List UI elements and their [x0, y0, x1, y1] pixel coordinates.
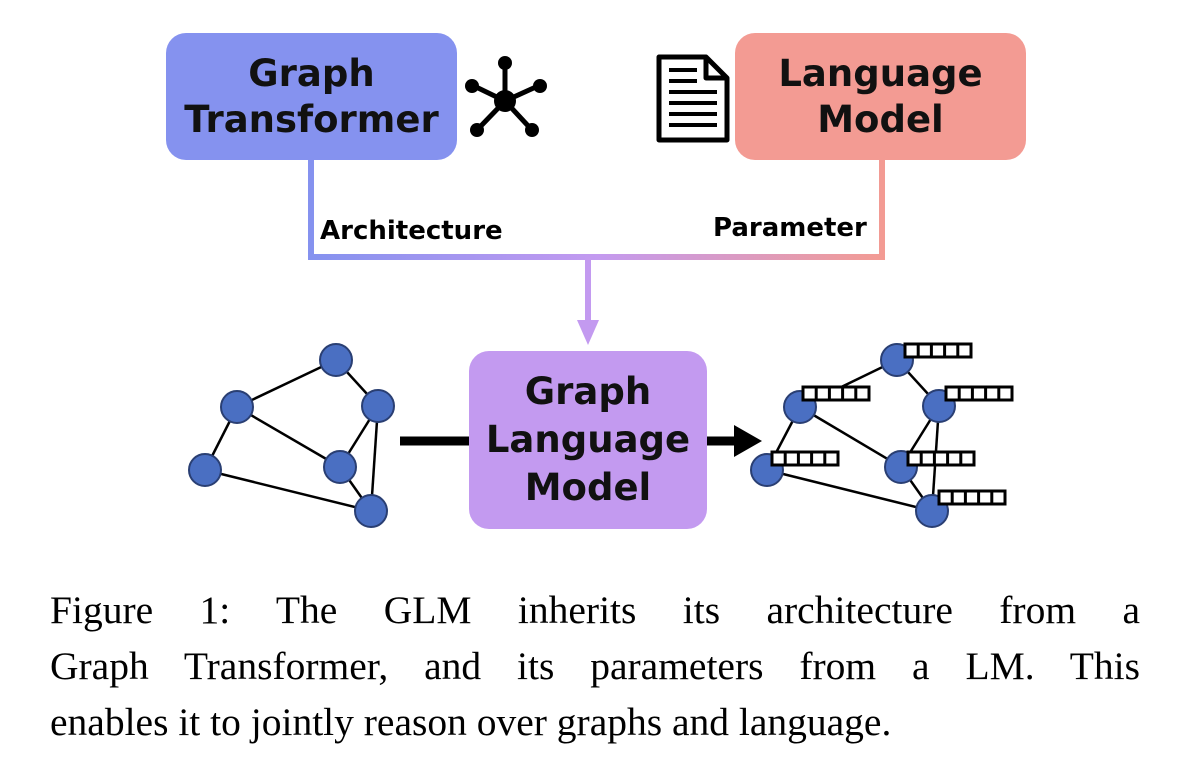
graph-node — [188, 453, 222, 487]
output-graph — [750, 342, 1014, 528]
embedding-vector — [903, 342, 973, 359]
document-icon — [656, 54, 730, 143]
embedding-vector — [801, 385, 871, 402]
graph-transformer-box: Graph Transformer — [166, 33, 457, 160]
graph-language-model-box: Graph Language Model — [469, 351, 707, 529]
graph-node — [319, 343, 353, 377]
embedding-vector — [770, 450, 840, 467]
graph-node — [220, 390, 254, 424]
language-model-line-1: Language — [778, 52, 983, 96]
embedding-vector — [906, 450, 976, 467]
right-arrow-icon — [734, 425, 762, 457]
graph-language-model-line-1: Graph — [524, 369, 652, 413]
graph-transformer-line-2: Transformer — [184, 97, 439, 141]
embedding-vector — [937, 489, 1007, 506]
caption-line: Graph Transformer, and its parameters fr… — [50, 644, 1140, 688]
embedding-vector — [944, 385, 1014, 402]
graph-node — [354, 494, 388, 528]
connector — [308, 160, 885, 345]
graph-node — [361, 389, 395, 423]
parameter-label: Parameter — [713, 213, 867, 243]
down-arrow-icon — [577, 320, 599, 345]
figure-caption: Figure 1: The GLM inherits its architect… — [50, 582, 1140, 750]
input-graph — [188, 343, 395, 528]
output-arrow — [707, 425, 762, 457]
caption-line: enables it to jointly reason over graphs… — [50, 700, 892, 744]
language-model-box: Language Model — [735, 33, 1026, 160]
caption-line: Figure 1: The GLM inherits its architect… — [50, 588, 1140, 632]
graph-transformer-line-1: Graph — [248, 52, 375, 96]
language-model-line-2: Model — [817, 97, 944, 141]
glm-diagram — [188, 54, 1014, 528]
graph-language-model-line-3: Model — [524, 466, 652, 510]
graph-node — [323, 450, 357, 484]
graph-icon — [465, 56, 547, 137]
architecture-label: Architecture — [320, 216, 503, 246]
graph-language-model-line-2: Language — [485, 417, 691, 461]
